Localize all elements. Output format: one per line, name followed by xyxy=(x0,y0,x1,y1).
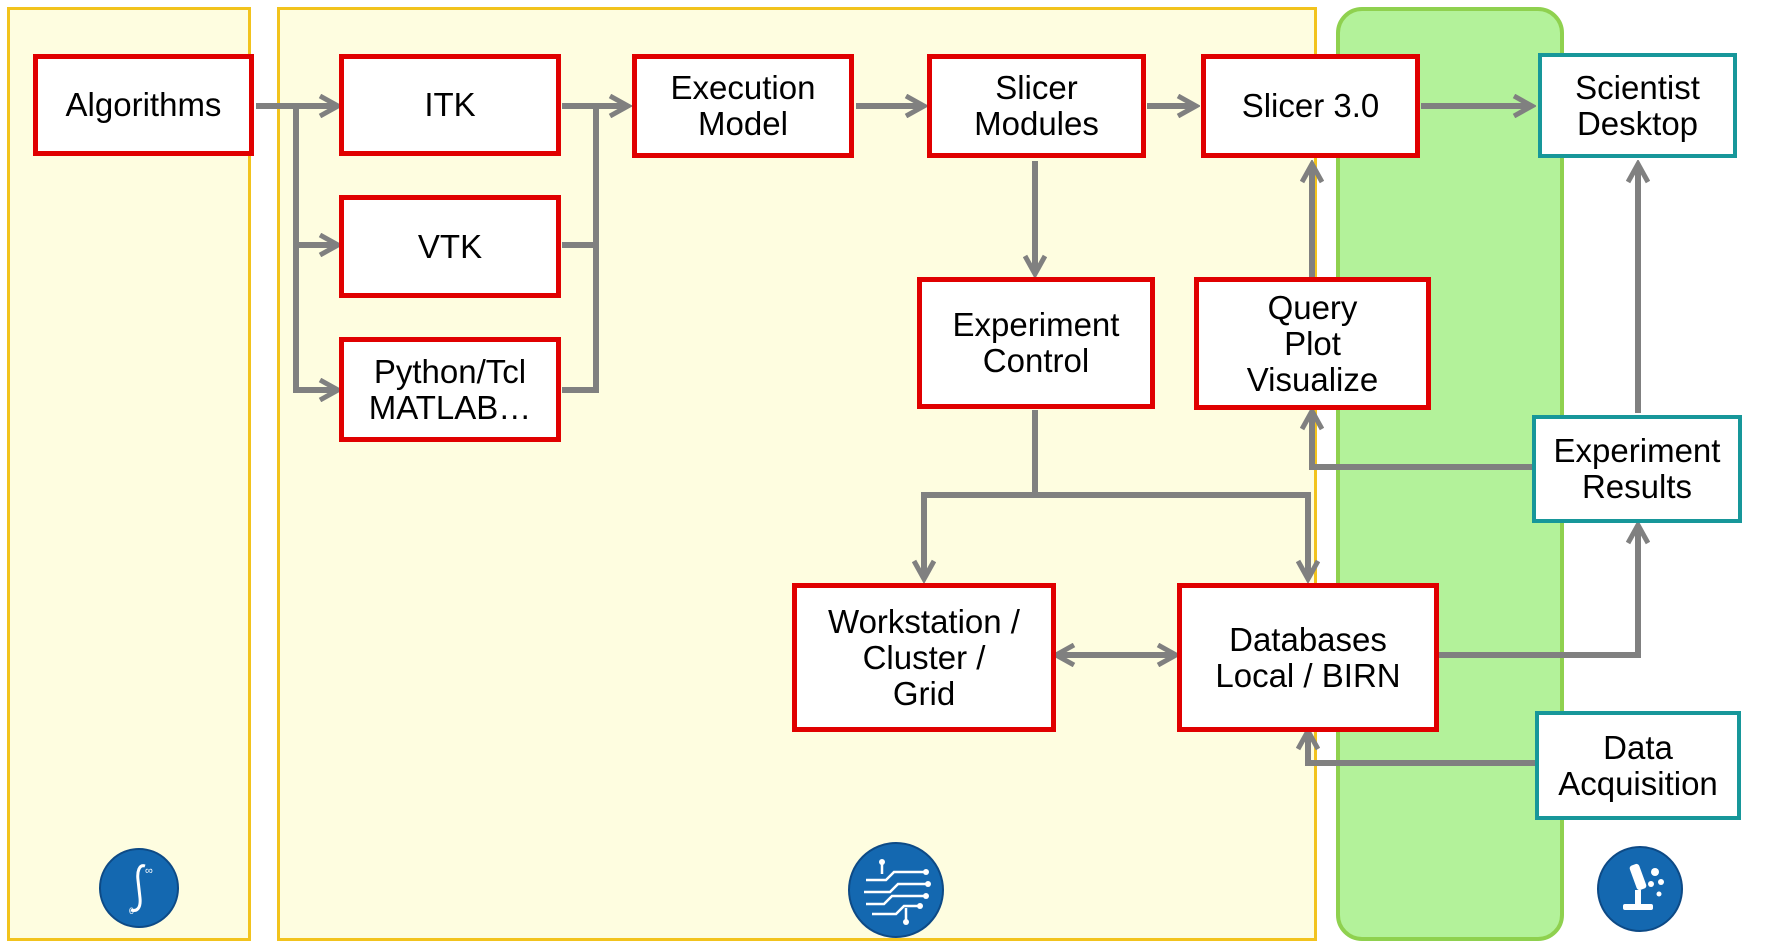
svg-text:0: 0 xyxy=(129,906,134,916)
integral-logo-icon: ∞ 0 xyxy=(99,848,179,928)
query-plot-visualize-box: Query Plot Visualize xyxy=(1194,277,1431,410)
microscope-icon xyxy=(1623,863,1664,910)
python-matlab-box: Python/Tcl MATLAB… xyxy=(339,337,561,442)
execution-model-box: Execution Model xyxy=(632,54,854,158)
scientist-desktop-box: Scientist Desktop xyxy=(1538,53,1737,158)
software-panel xyxy=(277,7,1317,941)
vtk-box: VTK xyxy=(339,195,561,298)
scientist-panel xyxy=(1336,7,1564,941)
microscope-logo-icon xyxy=(1597,846,1683,932)
data-acquisition-box: Data Acquisition xyxy=(1535,711,1741,820)
integral-symbol-icon: ∞ 0 xyxy=(129,864,153,916)
experiment-results-box: Experiment Results xyxy=(1532,415,1742,523)
slicer-3-box: Slicer 3.0 xyxy=(1201,54,1420,158)
itk-box: ITK xyxy=(339,54,561,156)
algorithms-panel xyxy=(7,7,251,941)
algorithms-box: Algorithms xyxy=(33,54,254,156)
workstation-cluster-grid-box: Workstation / Cluster / Grid xyxy=(792,583,1056,732)
databases-box: Databases Local / BIRN xyxy=(1177,583,1439,732)
slicer-modules-box: Slicer Modules xyxy=(927,54,1146,158)
svg-text:∞: ∞ xyxy=(145,865,153,877)
circuit-board-icon xyxy=(864,859,931,925)
circuit-logo-icon xyxy=(848,842,944,938)
experiment-control-box: Experiment Control xyxy=(917,277,1155,409)
